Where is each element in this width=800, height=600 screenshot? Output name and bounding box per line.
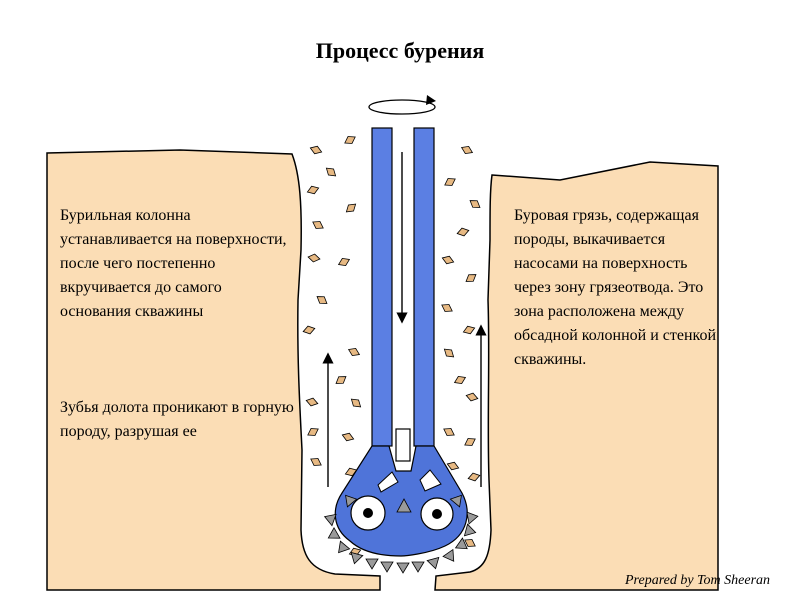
rock-fragment	[325, 167, 337, 177]
rock-fragment	[464, 539, 476, 547]
bit-tooth	[350, 551, 364, 565]
rotation-arrowhead	[426, 95, 436, 105]
rock-fragment	[467, 472, 481, 482]
drill-pipe-right-wall	[413, 127, 435, 447]
bit-tooth	[463, 523, 477, 537]
rock-fragment	[443, 348, 455, 358]
bit-tooth	[411, 561, 425, 573]
rock-fragment	[469, 200, 481, 208]
drilling-mud-description: Буровая грязь, содержащая породы, выкачи…	[514, 207, 717, 368]
rock-fragment	[464, 438, 476, 446]
drill-pipe-left-wall	[371, 127, 393, 447]
bit-tooth	[454, 537, 468, 550]
rock-fragment	[309, 145, 323, 155]
rock-fragment	[307, 253, 321, 263]
rock-fragment	[312, 221, 324, 229]
rock-fragment	[441, 304, 453, 312]
rock-fragment	[341, 432, 355, 442]
rock-fragment	[345, 203, 357, 213]
rock-fragment	[344, 136, 356, 144]
bit-tooth	[365, 558, 379, 570]
rock-fragments	[302, 136, 481, 557]
ground-right	[434, 161, 719, 591]
rotation-arrow	[368, 99, 436, 115]
rock-fragment	[465, 392, 479, 402]
bit-tooth	[396, 562, 410, 574]
rock-fragment	[453, 375, 467, 385]
drill-bit-body	[334, 445, 468, 557]
rock-fragment	[347, 347, 361, 357]
bit-tooth	[380, 561, 394, 573]
bit-tooth	[426, 556, 440, 570]
rock-fragment	[337, 257, 351, 267]
bit-teeth-description: Зубья долота проникают в горную породу, …	[60, 399, 294, 440]
bit-teeth	[323, 494, 479, 574]
bit-shank	[395, 428, 411, 462]
bit-tooth	[345, 494, 358, 508]
rock-fragment	[465, 274, 477, 282]
rock-fragment	[444, 178, 456, 186]
bit-tooth	[338, 540, 351, 554]
bit-roller-cone-right-hub	[432, 509, 442, 519]
rock-fragment	[307, 428, 319, 436]
rock-fragment	[441, 255, 455, 265]
rock-fragment	[316, 296, 328, 304]
bit-tooth	[323, 513, 337, 527]
rock-fragment	[305, 397, 319, 407]
bit-tooth	[327, 526, 341, 539]
rock-fragment	[443, 428, 455, 436]
bit-roller-cone-left-hub	[363, 508, 373, 518]
bit-arm-left	[377, 471, 399, 493]
credit-text: Prepared by Tom Sheeran	[625, 573, 771, 588]
rock-fragment	[306, 185, 320, 195]
ground-left	[46, 149, 381, 591]
drill-string-description: Бурильная колонна устанавливается на пов…	[60, 207, 287, 320]
bit-center-tooth	[396, 498, 412, 513]
rock-fragment	[310, 458, 322, 466]
bit-arm-right	[419, 469, 442, 492]
rock-fragment	[335, 376, 347, 384]
page-title: Процесс бурения	[315, 38, 485, 63]
rock-fragment	[456, 227, 470, 237]
rock-fragment	[350, 398, 362, 408]
bit-tooth	[442, 548, 455, 562]
bit-tooth	[449, 494, 462, 508]
rock-fragment	[446, 461, 460, 471]
rock-fragment	[462, 325, 476, 335]
rock-fragment	[302, 325, 316, 335]
bit-tooth	[466, 511, 479, 525]
rock-fragment	[460, 145, 474, 155]
